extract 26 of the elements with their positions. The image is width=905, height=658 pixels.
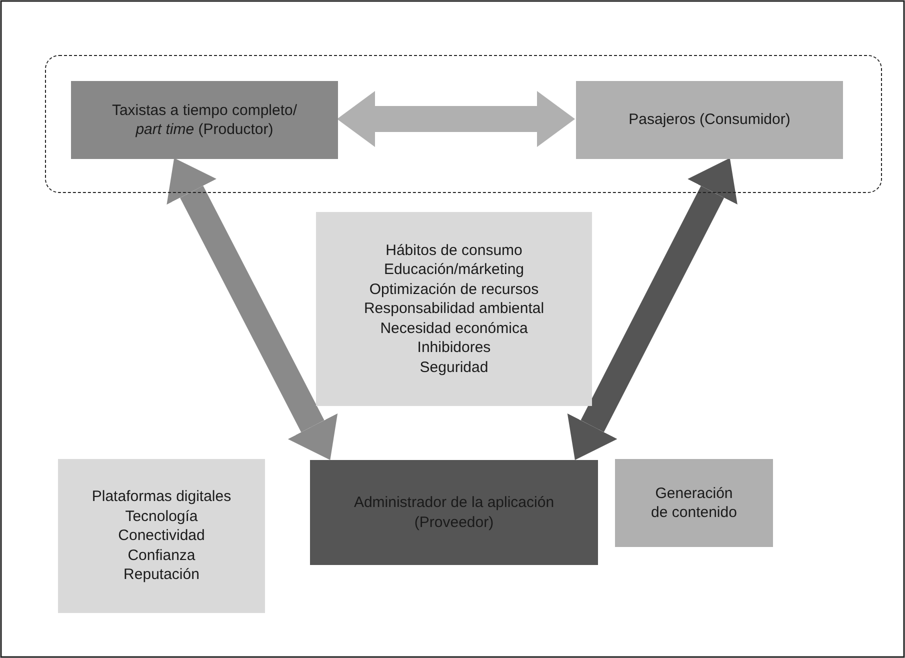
box-text: Conectividad bbox=[118, 526, 205, 546]
box-text: Confianza bbox=[128, 546, 196, 566]
box-text: Seguridad bbox=[420, 358, 488, 378]
text-box bbox=[310, 460, 598, 565]
double-arrow bbox=[337, 91, 575, 147]
box-text: Generación de contenido bbox=[650, 484, 738, 522]
text-box bbox=[615, 459, 773, 547]
box-text: Reputación bbox=[124, 565, 200, 585]
text-box bbox=[316, 212, 592, 406]
box-text: Responsabilidad ambiental bbox=[364, 299, 544, 319]
box-text: Plataformas digitales bbox=[92, 487, 232, 507]
text-box bbox=[576, 81, 843, 159]
dashed-group-box bbox=[45, 55, 882, 193]
text-box bbox=[71, 81, 338, 159]
box-text: Hábitos de consumo bbox=[386, 240, 522, 260]
box-text: Administrador de la aplicación (Proveedor) bbox=[352, 493, 556, 532]
box-text: Pasajeros (Consumidor) bbox=[628, 110, 790, 130]
box-text: Inhibidores bbox=[417, 338, 491, 358]
double-arrow bbox=[567, 158, 738, 460]
box-text: Tecnología bbox=[125, 506, 198, 526]
text-box bbox=[58, 459, 265, 613]
box-text: Taxistas a tiempo completo/ part time (Productor) bbox=[110, 100, 298, 140]
double-arrow bbox=[166, 158, 338, 460]
box-text: Educación/márketing bbox=[384, 260, 524, 280]
box-text: Optimización de recursos bbox=[369, 280, 539, 300]
box-text: Necesidad económica bbox=[380, 318, 528, 338]
